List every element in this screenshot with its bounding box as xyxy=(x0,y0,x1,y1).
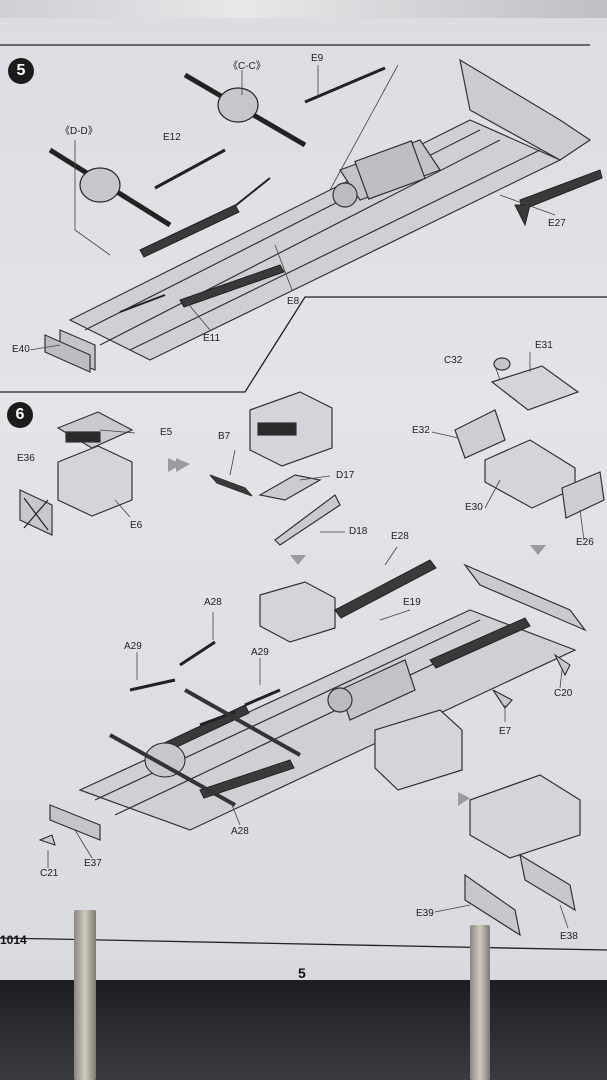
step5-chassis xyxy=(44,58,592,373)
step6-leader-lines xyxy=(47,352,585,929)
label-e30: E30 xyxy=(465,502,483,513)
label-e6: E6 xyxy=(130,520,143,531)
label-a28-top: A28 xyxy=(204,597,222,608)
section-frame xyxy=(0,44,607,951)
label-e11: E11 xyxy=(203,333,221,344)
label-e38: E38 xyxy=(560,931,578,942)
label-dd: 《D-D》 xyxy=(60,126,98,137)
label-e9: E9 xyxy=(311,53,324,64)
label-cc: 《C-C》 xyxy=(228,61,266,72)
label-a28-bottom: A28 xyxy=(231,826,249,837)
label-e19: E19 xyxy=(403,597,421,608)
label-e36: E36 xyxy=(17,453,35,464)
label-e5: E5 xyxy=(160,427,173,438)
label-e37: E37 xyxy=(84,858,102,869)
label-e7: E7 xyxy=(499,726,512,737)
label-e27: E27 xyxy=(548,218,566,229)
step6-arrow-grey xyxy=(168,458,546,806)
label-e8: E8 xyxy=(287,296,300,307)
step-6-badge: 6 xyxy=(7,402,33,428)
label-c32: C32 xyxy=(444,355,463,366)
step5-springs xyxy=(139,169,603,308)
page-number: 5 xyxy=(298,965,306,981)
label-b7: B7 xyxy=(218,431,231,442)
label-a29-right: A29 xyxy=(251,647,269,658)
label-e40: E40 xyxy=(12,344,30,355)
step6-springs-axles xyxy=(38,559,571,846)
binder-clip-right xyxy=(470,925,490,1080)
step5-leader-lines xyxy=(29,64,556,351)
binder-clip-left xyxy=(74,910,96,1080)
sheet-code: 1014 xyxy=(0,933,27,947)
label-e32: E32 xyxy=(412,425,430,436)
label-d17: D17 xyxy=(336,470,355,481)
label-e12: E12 xyxy=(163,132,181,143)
label-e28: E28 xyxy=(391,531,409,542)
step6-battery-box xyxy=(19,411,134,536)
step6-tool-box xyxy=(209,391,341,546)
step6-chassis xyxy=(49,563,587,937)
label-e26: E26 xyxy=(576,537,594,548)
label-c20: C20 xyxy=(554,688,573,699)
label-d18: D18 xyxy=(349,526,368,537)
label-e39: E39 xyxy=(416,908,434,919)
step6-fuel-box xyxy=(454,357,605,519)
step-5-badge: 5 xyxy=(8,58,34,84)
dark-foreground xyxy=(0,980,607,1080)
label-c21: C21 xyxy=(40,868,59,879)
label-a29-left: A29 xyxy=(124,641,142,652)
step5-axles xyxy=(48,66,386,313)
label-e31: E31 xyxy=(535,340,553,351)
